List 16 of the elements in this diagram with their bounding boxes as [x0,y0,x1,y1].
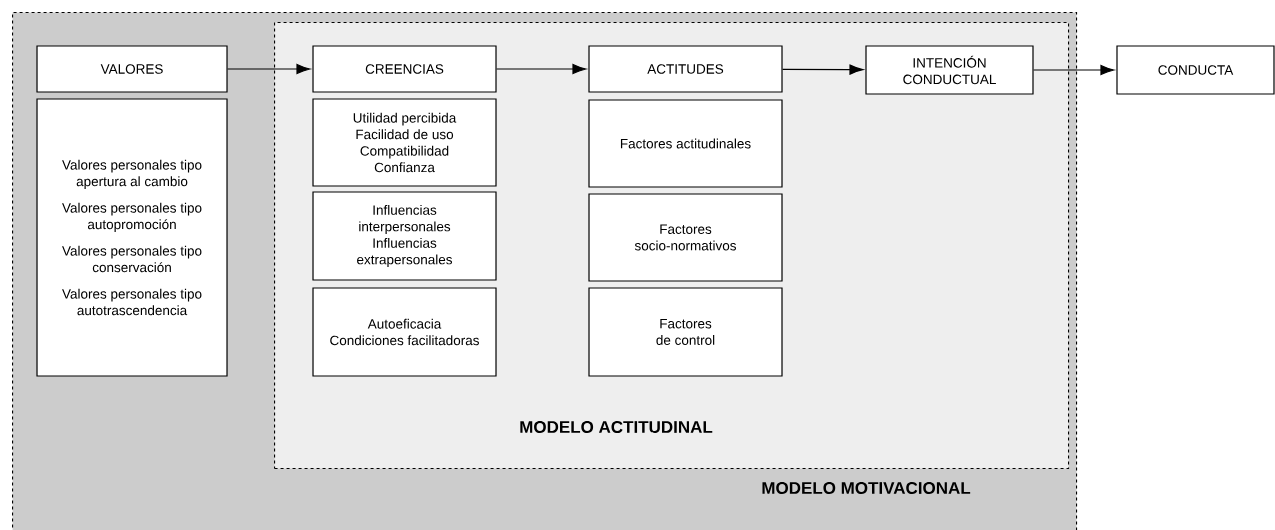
text-box: Influencias interpersonales Influencias extrapersonales [312,191,497,281]
arrow [496,63,587,75]
text-box: CREENCIAS [312,45,497,93]
text-box: Factores de control [588,287,783,377]
text-box: Factores actitudinales [588,99,783,188]
text-box: CONDUCTA [1116,45,1275,95]
text-box: Utilidad percibida Facilidad de uso Compatibilidad Confianza [312,98,497,187]
text-box: INTENCIÓN CONDUCTUAL [865,45,1034,95]
text-box: Factores socio-normativos [588,193,783,282]
text-box: VALORES [36,45,228,93]
arrow [1033,64,1115,76]
arrow [227,63,311,75]
text-box: Autoeficacia Condiciones facilitadoras [312,287,497,377]
arrow [782,64,864,75]
text-box: Valores personales tipo apertura al cambio Valores personales tipo autopromoción Valores personales tipo conservación Valores personales tipo autotrascendencia [36,98,228,377]
text-box: ACTITUDES [588,45,783,93]
